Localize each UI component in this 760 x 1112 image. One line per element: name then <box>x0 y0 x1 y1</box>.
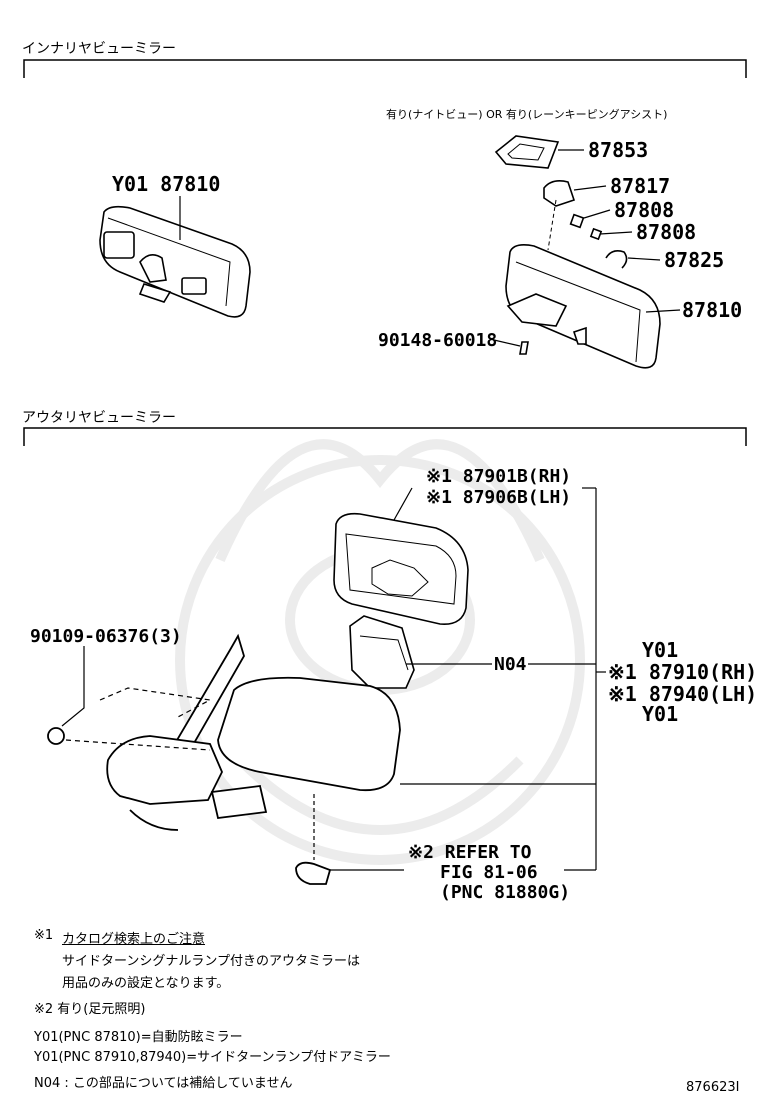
part-87808-b: 87808 <box>636 220 697 244</box>
part-87808-a: 87808 <box>614 198 675 222</box>
outer-mirror-housing <box>47 633 401 885</box>
note-y01-a: Y01(PNC 87810)=自動防眩ミラー <box>34 1030 243 1045</box>
refer-line2: FIG 81-06 <box>440 862 538 883</box>
note-n04: N04 : この部品については補給していません <box>34 1076 293 1091</box>
assy-87910: ※1 87910(RH) <box>608 660 758 684</box>
section-title-inner: インナリヤビューミラー <box>22 41 176 57</box>
inner-leaders <box>493 149 681 347</box>
part-87817: 87817 <box>610 174 671 198</box>
label-inner-left: Y01 87810 <box>112 172 221 196</box>
outer-leaders <box>61 487 606 871</box>
refer-line3: (PNC 81880G) <box>440 882 571 903</box>
part-87825: 87825 <box>664 248 725 272</box>
section-bracket-inner <box>23 59 747 78</box>
note1-line1: サイドターンシグナルランプ付きのアウタミラーは <box>62 954 360 969</box>
assy-y01-top: Y01 <box>642 638 679 662</box>
refer-line1: ※2 REFER TO <box>408 842 532 863</box>
inner-mirror-right <box>494 135 661 369</box>
option-note: 有り(ナイトビュー) OR 有り(レーンキーピングアシスト) <box>386 108 668 121</box>
note2: ※2 有り(足元照明) <box>34 1002 146 1017</box>
assy-y01-bottom: Y01 <box>642 702 679 726</box>
section-bracket-outer <box>23 427 747 446</box>
inner-mirror-left <box>99 196 251 318</box>
figure-id: 876623I <box>686 1080 740 1095</box>
part-screw: 90148-60018 <box>378 330 498 351</box>
part-87853: 87853 <box>588 138 649 162</box>
section-title-outer: アウタリヤビューミラー <box>22 410 176 426</box>
label-n04: N04 <box>494 654 527 675</box>
note1-mark: ※1 <box>34 928 54 943</box>
outer-mirror-glass <box>333 512 469 625</box>
assy-87940: ※1 87940(LH) <box>608 682 758 706</box>
part-glass-lh: ※1 87906B(LH) <box>426 487 572 508</box>
note1-title: カタログ検索上のご注意 <box>62 932 206 947</box>
note1-line2: 用品のみの設定となります。 <box>62 976 230 991</box>
outer-mirror-actuator <box>349 615 415 689</box>
part-bolt: 90109-06376(3) <box>30 626 182 647</box>
part-87810: 87810 <box>682 298 743 322</box>
part-glass-rh: ※1 87901B(RH) <box>426 466 572 487</box>
note-y01-b: Y01(PNC 87910,87940)=サイドターンランプ付ドアミラー <box>34 1050 391 1065</box>
